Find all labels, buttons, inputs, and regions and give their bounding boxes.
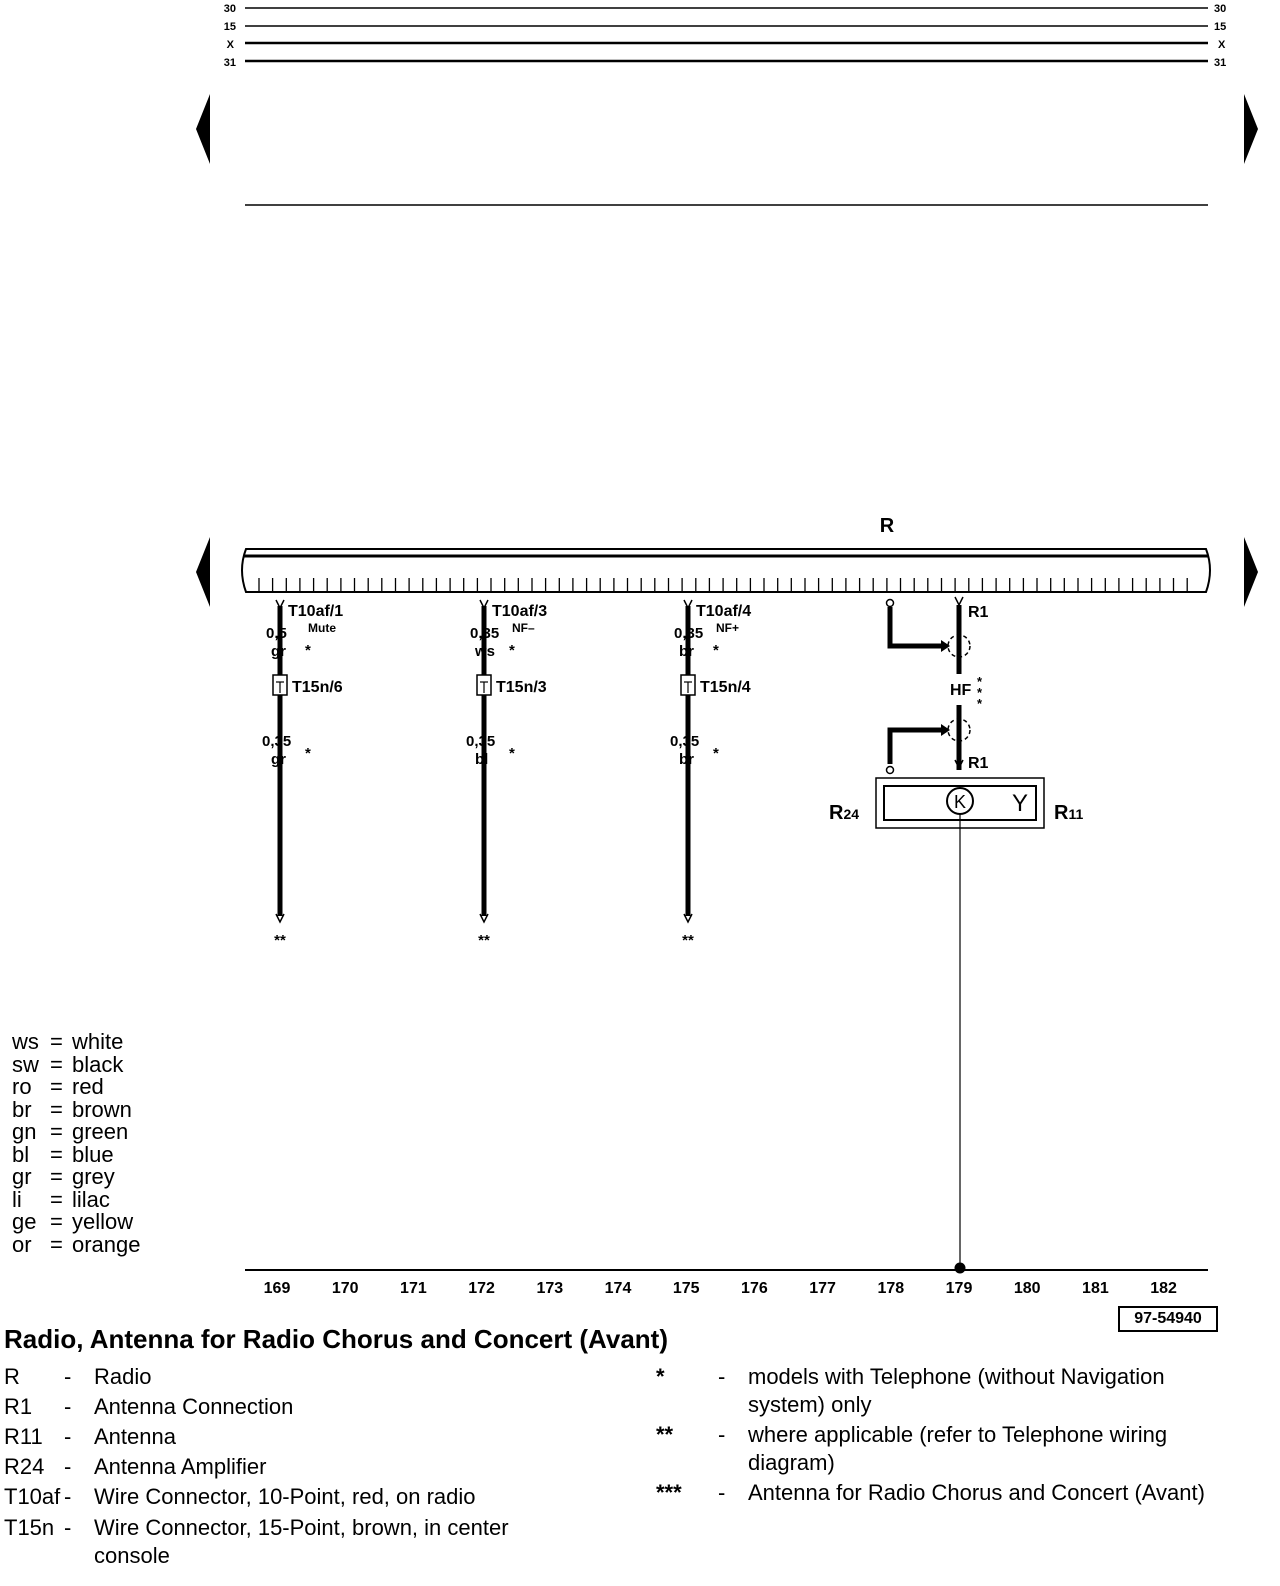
- continue-right-arrow-top: [1244, 94, 1258, 164]
- r1-top-label: R1: [968, 604, 989, 621]
- signal-label: Mute: [308, 621, 336, 635]
- ruler-number: 179: [946, 1280, 973, 1297]
- supply-label-x-left: X: [227, 39, 235, 51]
- supply-label-31-left: 31: [224, 57, 236, 69]
- ruler-number: 174: [605, 1280, 632, 1297]
- wire-size: 0,35: [674, 625, 703, 642]
- page-title: Radio, Antenna for Radio Chorus and Conc…: [4, 1324, 668, 1354]
- ruler-number: 176: [741, 1280, 768, 1297]
- supply-lines: 30 15 X 31 30 15 X 31: [224, 3, 1227, 69]
- supply-label-31-right: 31: [1214, 57, 1226, 69]
- r24-label: R24: [829, 802, 859, 824]
- signal-label: NF+: [716, 621, 739, 635]
- supply-label-15-left: 15: [224, 21, 236, 33]
- wire-size: 0,35: [470, 625, 499, 642]
- hf-note-3: *: [977, 696, 983, 711]
- wire-color-2: br: [679, 751, 694, 768]
- wire-color-2: bl: [475, 751, 488, 768]
- signal-label: NF–: [512, 621, 535, 635]
- connector-label: T10af/3: [492, 603, 547, 620]
- audio-pins: T10af/1Mute0,5gr*T15n/60,35gr***T10af/3N…: [262, 599, 751, 949]
- coax-connector-top: [947, 634, 971, 658]
- wire-end-arrow: [479, 913, 489, 924]
- wire-color: ws: [474, 643, 495, 660]
- continue-left-arrow-top: [196, 94, 210, 164]
- wire-size-2: 0,35: [262, 733, 291, 750]
- r1-shield-terminal-top: [885, 598, 895, 608]
- coax-connector-bottom: [947, 718, 971, 742]
- continue-right-arrow-bottom: [1244, 537, 1258, 607]
- note-marker-2: *: [305, 745, 311, 762]
- wire-size-2: 0,35: [466, 733, 495, 750]
- ruler-number: 177: [809, 1280, 836, 1297]
- note-marker: *: [713, 642, 719, 659]
- ruler-number: 178: [877, 1280, 904, 1297]
- wire-size: 0,5: [266, 625, 287, 642]
- supply-label-30-right: 30: [1214, 3, 1226, 15]
- split-connector-label: T15n/6: [292, 679, 343, 696]
- ground-junction-dot: [954, 1262, 966, 1274]
- split-connector-label: T15n/3: [496, 679, 547, 696]
- r1-bottom-label: R1: [968, 755, 989, 772]
- continue-left-arrow-bottom: [196, 537, 210, 607]
- end-note: **: [274, 932, 286, 949]
- ruler-number: 182: [1150, 1280, 1177, 1297]
- note-marker: *: [305, 642, 311, 659]
- end-note: **: [478, 932, 490, 949]
- connector-label: T10af/1: [288, 603, 343, 620]
- hf-note-2: *: [977, 685, 983, 700]
- supply-label-30-left: 30: [224, 3, 236, 15]
- antenna-circuit: R1 HF * * * R1 K Y R24 R11: [829, 596, 1083, 1274]
- note-marker-2: *: [713, 745, 719, 762]
- ruler-number: 175: [673, 1280, 700, 1297]
- connector-label: T10af/4: [696, 603, 751, 620]
- split-connector-label: T15n/4: [700, 679, 751, 696]
- ruler-number: 172: [468, 1280, 495, 1297]
- ruler-number: 169: [264, 1280, 291, 1297]
- r11-label: R11: [1054, 802, 1083, 824]
- radio-label: R: [880, 515, 895, 537]
- wire-color-2: gr: [271, 751, 286, 768]
- wire-color: br: [679, 643, 694, 660]
- hf-note: *: [977, 674, 983, 689]
- wire-end-arrow: [683, 913, 693, 924]
- supply-label-15-right: 15: [1214, 21, 1226, 33]
- end-note: **: [682, 932, 694, 949]
- ground-ruler: 169 170 171 172 173 174 175 176 177 178 179 180 181 1…: [264, 1280, 1177, 1297]
- radio-unit: R: [241, 515, 1211, 593]
- r24-shield-terminal: [885, 765, 895, 775]
- wire-size-2: 0,35: [670, 733, 699, 750]
- supply-label-x-right: X: [1218, 39, 1226, 51]
- antenna-y-symbol: Y: [1012, 790, 1028, 817]
- ruler-number: 170: [332, 1280, 359, 1297]
- ruler-number: 171: [400, 1280, 427, 1297]
- note-marker: *: [509, 642, 515, 659]
- note-marker-2: *: [509, 745, 515, 762]
- wire-end-arrow: [275, 913, 285, 924]
- wire-color: gr: [271, 643, 286, 660]
- amplifier-k-symbol: K: [954, 792, 966, 812]
- radio-pin-ticks: [258, 578, 1188, 591]
- document-number: 97-54940: [1118, 1306, 1218, 1332]
- ruler-number: 173: [536, 1280, 563, 1297]
- hf-label: HF: [950, 682, 972, 699]
- ruler-number: 181: [1082, 1280, 1109, 1297]
- ruler-number: 180: [1014, 1280, 1041, 1297]
